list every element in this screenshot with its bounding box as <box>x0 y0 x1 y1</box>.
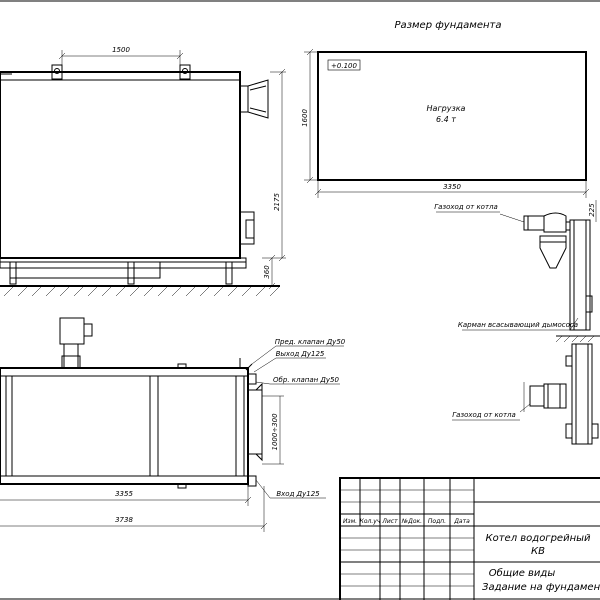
title-sheet-line1: Общие виды <box>489 567 556 579</box>
boiler-body-front <box>0 71 241 259</box>
label-safety-valve: Пред. клапан Ду50 <box>275 338 346 346</box>
dim-360-label: 360 <box>263 265 271 279</box>
load-value: 6.4 т <box>436 115 456 124</box>
label-return-valve: Обр. клапан Ду50 <box>273 376 339 384</box>
cyclone-cone <box>539 235 567 269</box>
ground-hatch-front <box>3 285 281 297</box>
foundation-plan <box>304 48 590 198</box>
title-name-line1: Котел водогрейный <box>486 533 591 544</box>
exhauster-view-bottom <box>519 343 599 445</box>
dim-side-label: 1000÷300 <box>271 413 279 451</box>
col-list: Лист <box>381 518 398 525</box>
dim-inner-label: 3355 <box>115 490 133 498</box>
boiler-body-plan <box>0 367 249 485</box>
exhauster-view-top <box>499 200 600 343</box>
level-mark-box <box>327 59 361 71</box>
label-flue-top: Газоход от котла <box>434 203 498 211</box>
lifting-lug-left <box>51 64 63 80</box>
title-block <box>339 477 600 600</box>
label-pocket: Карман всасывающий дымососа <box>458 321 578 329</box>
title-sheet-line2: Задание на фундамент <box>482 582 600 593</box>
plan-view <box>0 317 344 532</box>
col-data: Дата <box>453 518 470 525</box>
col-kolch: Кол.уч <box>360 518 381 525</box>
dim-225-label: 225 <box>588 203 596 217</box>
col-izm: Изм. <box>343 518 357 525</box>
col-ndok: №Док. <box>401 518 422 525</box>
lifting-lug-right <box>179 64 191 80</box>
label-flue-bottom: Газоход от котла <box>452 411 516 419</box>
foundation-title: Размер фундамента <box>395 20 502 31</box>
burner-box <box>239 211 255 245</box>
foundation-width-dim: 3350 <box>443 183 461 191</box>
dim-total-label: 3738 <box>115 516 133 524</box>
dim-1500 <box>58 50 184 66</box>
load-label: Нагрузка <box>427 104 466 113</box>
label-outlet: Выход Ду125 <box>276 350 325 358</box>
front-view: 1500 2175 360 <box>0 46 286 297</box>
foundation-rect <box>317 51 587 181</box>
dim-360 <box>268 254 276 290</box>
foundation-height-dim: 1600 <box>301 109 309 127</box>
exhaust-stack-bottom <box>571 343 593 445</box>
dim-2175-label: 2175 <box>273 193 281 211</box>
level-mark: +0.100 <box>331 62 357 70</box>
dim-1500-label: 1500 <box>112 46 130 54</box>
exhaust-stack-top <box>569 219 591 331</box>
dim-2175 <box>262 68 286 262</box>
col-podp: Подп. <box>428 518 446 525</box>
title-name-line2: КВ <box>531 546 545 557</box>
label-inlet: Вход Ду125 <box>276 490 320 498</box>
burner-plan <box>59 317 85 345</box>
flue-outlet-front <box>239 79 269 119</box>
